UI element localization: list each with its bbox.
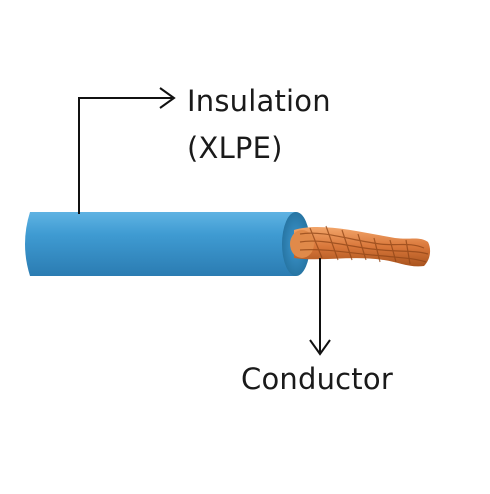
conductor-label: Conductor	[241, 362, 393, 396]
insulation-label: Insulation	[187, 84, 331, 118]
insulation-type-label: (XLPE)	[187, 131, 283, 165]
conductor-strands	[290, 225, 431, 267]
conductor-arrow	[309, 258, 331, 356]
insulation-sheath	[25, 212, 310, 276]
insulation-arrow	[78, 87, 176, 214]
